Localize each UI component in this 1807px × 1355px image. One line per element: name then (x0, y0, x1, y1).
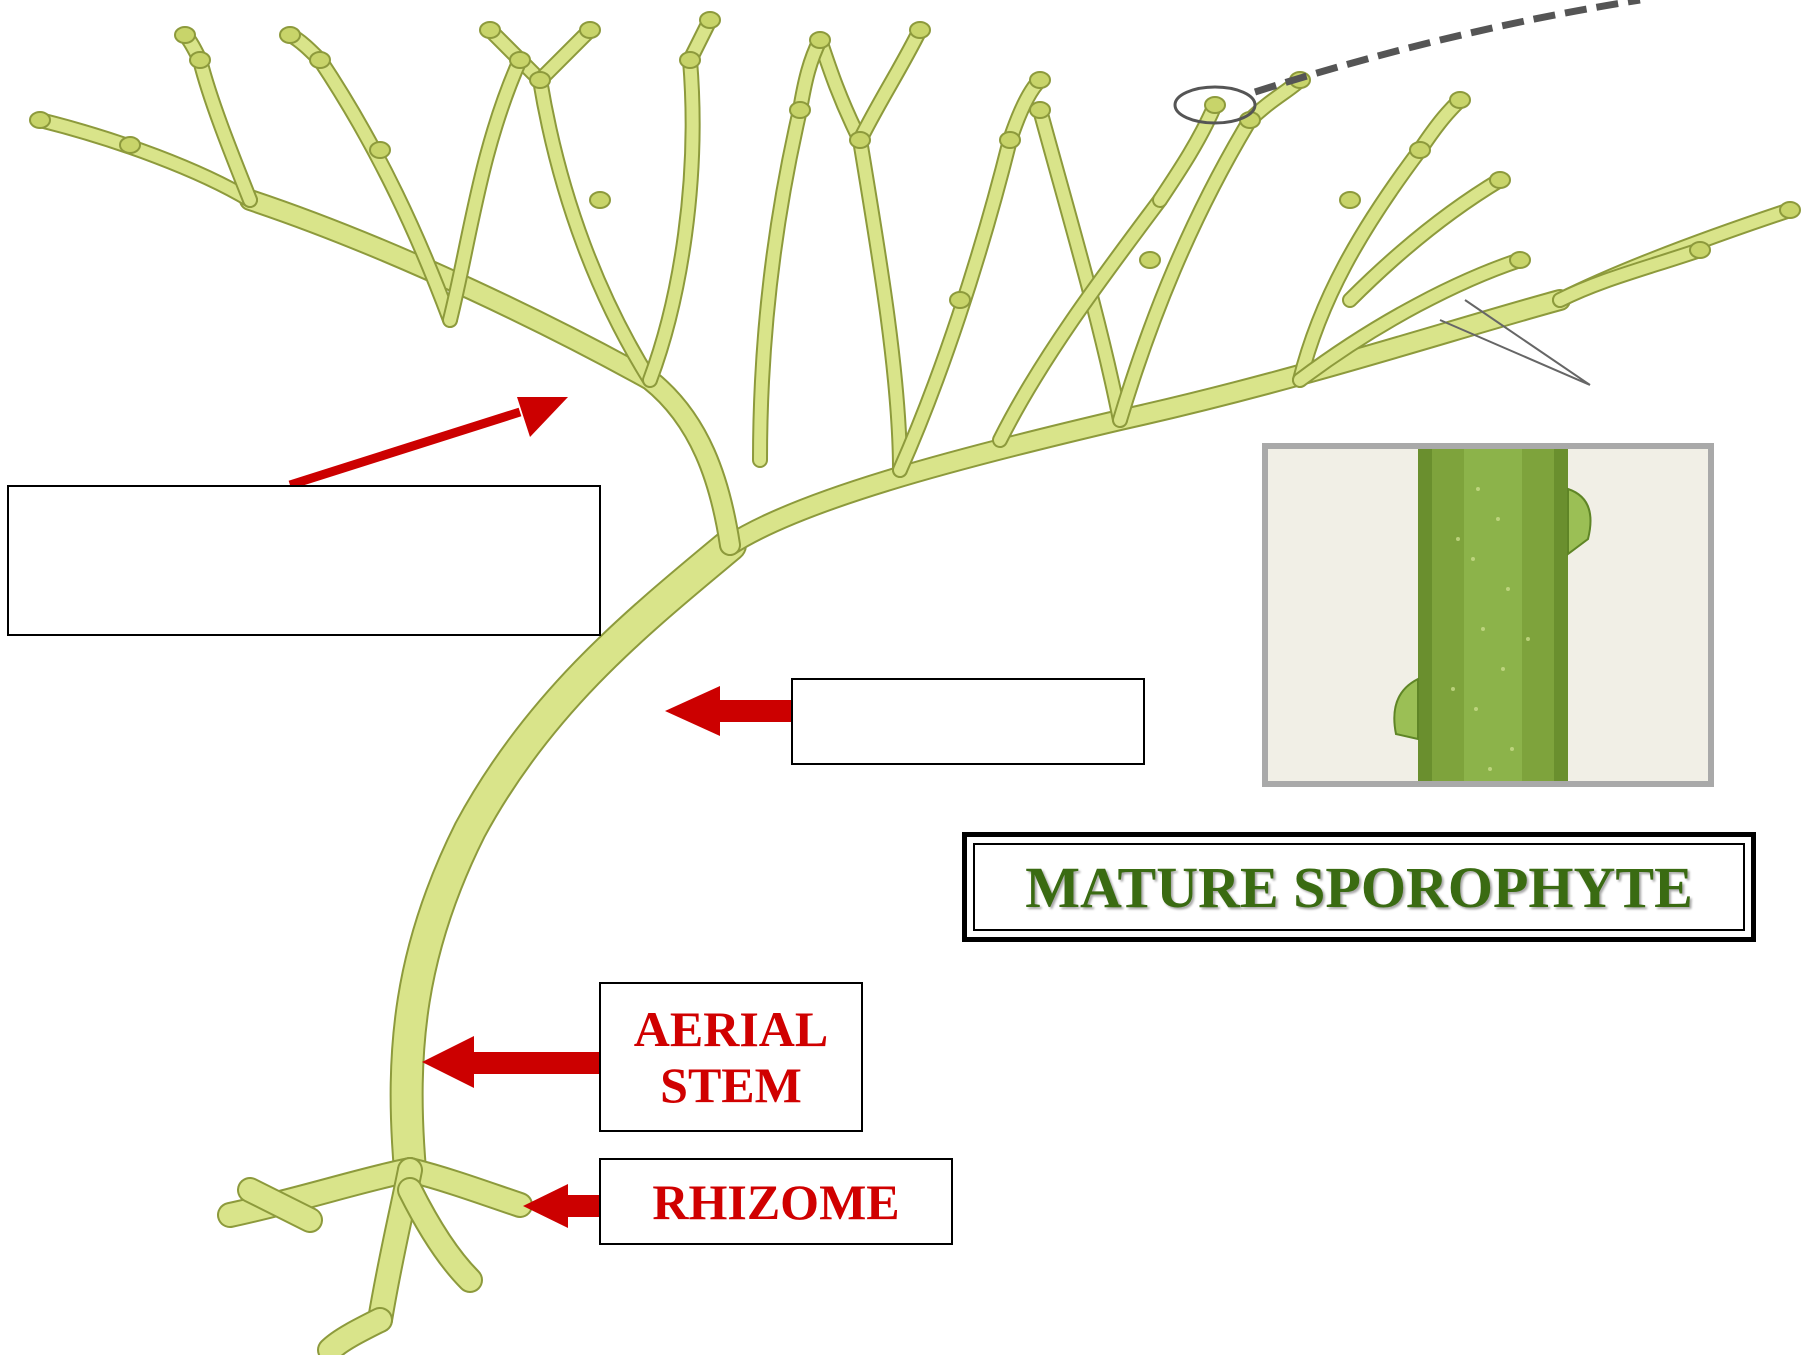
diagram-title: MATURE SPOROPHYTE (1025, 854, 1693, 921)
synangium (510, 52, 530, 68)
rhizome-label-text: RHIZOME (652, 1174, 899, 1230)
synangium (680, 52, 700, 68)
title-inner-border: MATURE SPOROPHYTE (973, 843, 1745, 931)
synangium (530, 72, 550, 88)
blank-label-enation[interactable] (791, 678, 1145, 765)
synangium (120, 137, 140, 153)
synangium (1510, 252, 1530, 268)
branch-10 (820, 40, 860, 140)
synangium (310, 52, 330, 68)
rhizome-segment (410, 1190, 470, 1280)
aerial-stem-label-line2: STEM (660, 1057, 802, 1113)
aerial-stem-label: AERIAL STEM (599, 982, 863, 1132)
synangium (1410, 142, 1430, 158)
synangium (910, 22, 930, 38)
stem-closeup-photo (1262, 443, 1714, 787)
branch-6 (320, 60, 450, 320)
synangium (1340, 192, 1360, 208)
synangium (1450, 92, 1470, 108)
synangium (1140, 252, 1160, 268)
synangium (1030, 72, 1050, 88)
synangium (1490, 172, 1510, 188)
synangium (590, 192, 610, 208)
synangium (280, 27, 300, 43)
arrow-to-enation (665, 686, 793, 736)
branch-19 (1560, 250, 1700, 300)
synangium (175, 27, 195, 43)
arrow-to-aerial-stem (422, 1036, 600, 1088)
synangium (1000, 132, 1020, 148)
callout-dashed-line (1255, 0, 1640, 92)
synangium (810, 32, 830, 48)
title-box: MATURE SPOROPHYTE (962, 832, 1756, 942)
blank-label-branches[interactable] (7, 485, 601, 636)
synangium (700, 12, 720, 28)
synangium (850, 132, 870, 148)
synangium (1690, 242, 1710, 258)
arrow-to-branches (290, 397, 568, 485)
branch-3 (540, 30, 590, 80)
synangium (1780, 202, 1800, 218)
rhizome-drawing (230, 1170, 520, 1350)
branch-11 (860, 30, 920, 140)
rhizome-segment (330, 1320, 380, 1350)
synangium (190, 52, 210, 68)
synangium (480, 22, 500, 38)
arrow-to-rhizome (523, 1184, 600, 1228)
synangium (950, 292, 970, 308)
synangium (1030, 102, 1050, 118)
aerial-stem-label-line1: AERIAL (634, 1001, 828, 1057)
synangium (30, 112, 50, 128)
branch-21 (800, 40, 820, 110)
branch-20 (760, 110, 800, 460)
synangium (790, 102, 810, 118)
rhizome-label: RHIZOME (599, 1158, 953, 1245)
synangium (580, 22, 600, 38)
synangium (1205, 97, 1225, 113)
synangium (370, 142, 390, 158)
